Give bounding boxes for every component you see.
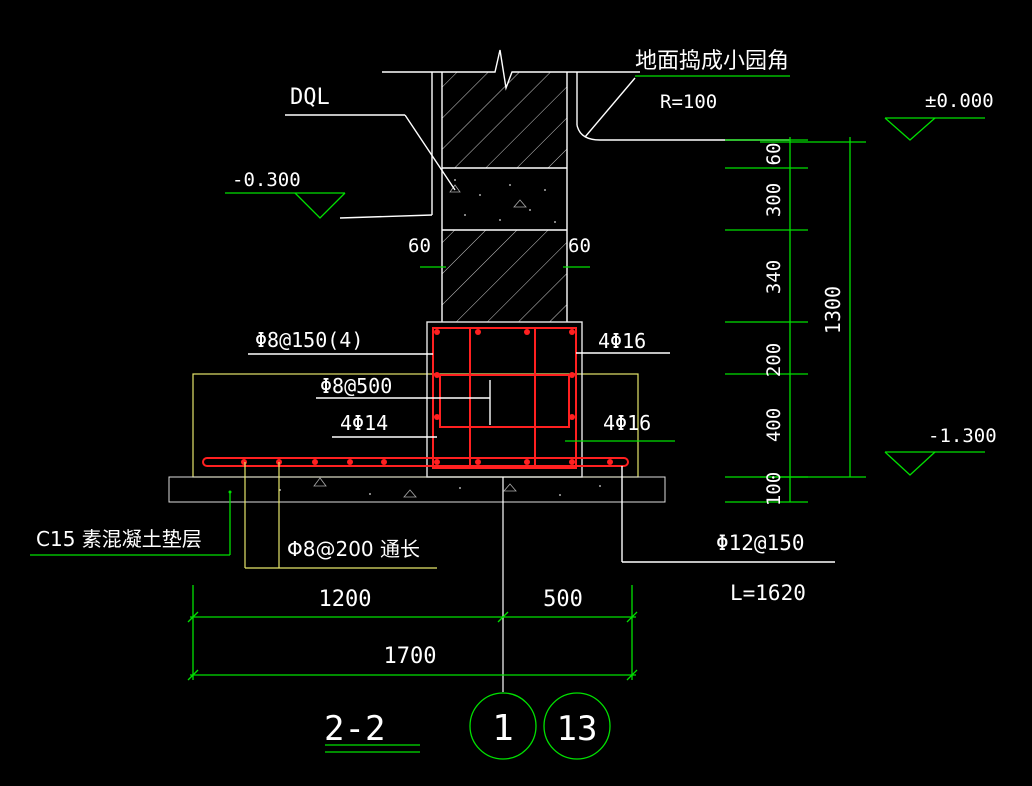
- horizontal-dimensions: [187, 266, 638, 681]
- dim-1700: 1700: [384, 644, 437, 669]
- dim-v-340: 340: [763, 260, 785, 294]
- bottom-bars-label: 4Φ16: [603, 411, 651, 435]
- axis-bubble-1: [469, 692, 537, 760]
- bar-length-label: L=1620: [730, 581, 806, 605]
- side-bars-label: 4Φ14: [340, 411, 388, 435]
- elevation-minus03-label: -0.300: [232, 169, 301, 191]
- axis-13-label: 13: [557, 709, 598, 749]
- distribution-bar-label: Φ8@200 通长: [287, 537, 420, 561]
- cushion-label: C15 素混凝土垫层: [36, 527, 202, 551]
- ring-beam: [449, 179, 556, 223]
- rounded-corner-note: 地面捣成小园角: [635, 49, 789, 74]
- vertical-dimensions: [725, 137, 866, 503]
- dim-v-100: 100: [763, 472, 785, 506]
- dql-label: DQL: [290, 85, 330, 110]
- axis-bubble-13: [543, 692, 611, 760]
- wall-offset-left-label: 60: [408, 235, 431, 257]
- axis-1-label: 1: [492, 708, 514, 749]
- top-bars-label: 4Φ16: [598, 329, 646, 353]
- brick-wall: [382, 49, 640, 322]
- dim-v-400: 400: [763, 408, 785, 442]
- dim-v-1300: 1300: [821, 286, 845, 334]
- elevation-markers: [225, 117, 985, 476]
- section-title: 2-2: [324, 709, 385, 749]
- radius-label: R=100: [660, 91, 717, 113]
- tie-label: Φ8@500: [320, 374, 392, 398]
- footing: [168, 321, 666, 503]
- dim-v-60: 60: [763, 143, 785, 166]
- stirrup-label: Φ8@150(4): [255, 328, 363, 352]
- elevation-top-label: ±0.000: [925, 90, 994, 112]
- dim-500: 500: [543, 587, 583, 612]
- dim-v-200: 200: [763, 343, 785, 377]
- wall-offset-right-label: 60: [568, 235, 591, 257]
- main-bar-label: Φ12@150: [716, 531, 805, 555]
- leader-lines: [30, 75, 835, 753]
- dim-v-300: 300: [763, 183, 785, 217]
- elevation-bottom-label: -1.300: [928, 425, 997, 447]
- dim-1200: 1200: [319, 587, 372, 612]
